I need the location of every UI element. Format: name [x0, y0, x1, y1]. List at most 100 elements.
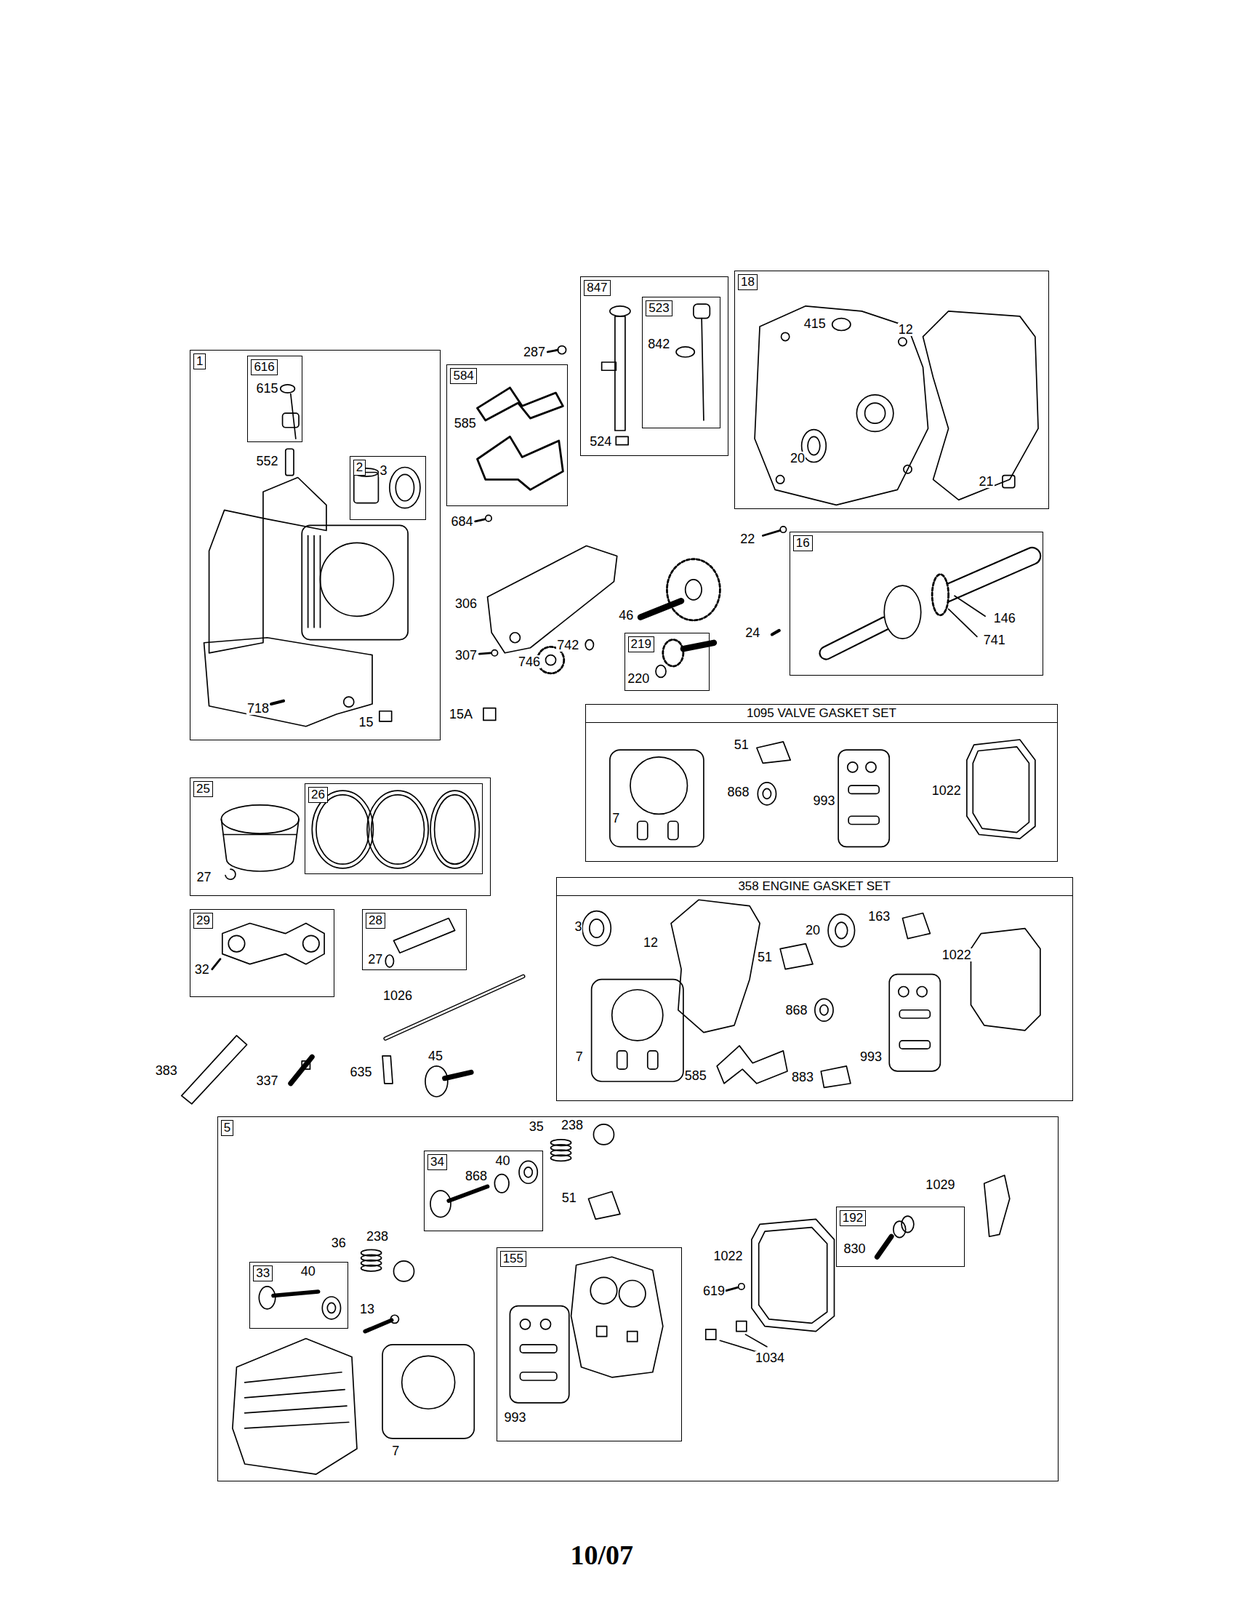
callout-number: 3: [378, 463, 388, 477]
cylinder-head-parts-shape: [390, 1314, 399, 1323]
callout-number: 830: [843, 1241, 867, 1255]
valve-gasket-set-shape: [972, 746, 1029, 833]
dipstick-parts-shape: [601, 362, 617, 371]
piston-parts-shape: [385, 975, 523, 1039]
valve-gasket-set-shape: [756, 741, 791, 763]
crankcase-cover-shape: [923, 311, 1039, 501]
cylinder-head-parts-shape: [245, 1422, 349, 1428]
callout-number: 741: [982, 633, 1007, 647]
crankcase-cover-shape: [754, 306, 928, 506]
callout-number: 306: [454, 596, 478, 610]
cylinder-head-parts-shape: [258, 1286, 275, 1309]
cylinder-head-parts-shape: [519, 1371, 557, 1380]
callout-number: 993: [859, 1049, 883, 1063]
engine-gasket-set-shape: [828, 913, 855, 947]
crankshaft-shape: [932, 574, 949, 616]
engine-gasket-set-shape: [612, 989, 664, 1041]
cylinder-head-parts-shape: [322, 1296, 341, 1319]
gasket-set-box: 1095 VALVE GASKET SET: [585, 703, 1058, 862]
group-number: 16: [793, 535, 813, 552]
cylinder-head-parts-shape: [619, 1280, 646, 1307]
valve-gasket-set-shape: [838, 749, 890, 847]
callout-number: 1022: [713, 1248, 744, 1263]
cam-and-cover-shape: [545, 655, 557, 666]
group-number: 34: [427, 1153, 448, 1170]
callout-number: 32: [194, 962, 211, 976]
breather-parts-shape: [477, 436, 564, 490]
engine-gasket-set-shape: [617, 1050, 628, 1069]
valve-gasket-set-shape: [630, 756, 688, 815]
engine-block-shape: [307, 535, 309, 627]
breather-parts: [475, 346, 567, 522]
breather-parts-shape: [557, 346, 566, 355]
piston-parts-shape: [221, 804, 299, 834]
callout-number: 307: [454, 648, 478, 662]
group-number: 28: [365, 912, 386, 929]
cam-and-cover-shape: [655, 665, 666, 678]
crankcase-cover-shape: [781, 332, 790, 341]
part-group-box: 18: [734, 270, 1050, 509]
engine-gasket-set-shape: [820, 1004, 829, 1015]
callout-number: 383: [154, 1063, 179, 1077]
engine-gasket-set-shape: [647, 1050, 658, 1069]
cam-and-cover-shape: [487, 545, 618, 653]
callout-number: 40: [495, 1153, 512, 1167]
callout-number: 27: [367, 952, 384, 966]
callout-number: 46: [617, 608, 634, 622]
cylinder-head-parts-shape: [361, 1264, 382, 1271]
valve-gasket-set-shape: [609, 749, 704, 847]
dipstick-parts-shape: [676, 346, 695, 357]
callout-number: 868: [785, 1003, 809, 1017]
callout-number: 27: [196, 870, 213, 884]
piston-parts-shape: [434, 794, 476, 864]
group-number: 18: [737, 274, 758, 291]
cylinder-head-parts-shape: [593, 1123, 614, 1145]
crankshaft-shape: [825, 623, 885, 653]
callout-number: 15: [358, 715, 375, 729]
piston-parts-shape: [393, 918, 455, 954]
piston-parts-shape: [181, 1035, 248, 1104]
crankcase-cover-shape: [903, 465, 912, 474]
valve-gasket-set-shape: [848, 785, 879, 794]
callout-number: 220: [626, 671, 650, 685]
cylinder-head-parts-shape: [519, 1318, 530, 1329]
crankshaft-shape: [943, 556, 1033, 595]
engine-gasket-set-shape: [889, 974, 941, 1071]
piston-parts-shape: [385, 954, 394, 967]
set-heading: 358 ENGINE GASKET SET: [556, 877, 1073, 896]
callout-number: 7: [611, 811, 621, 825]
valve-gasket-set-shape: [847, 761, 858, 773]
engine-block-shape: [204, 637, 373, 727]
callout-number: 718: [246, 701, 270, 715]
cylinder-head-parts-shape: [232, 1337, 357, 1474]
callout-number: 12: [642, 935, 659, 949]
cylinder-head-parts-shape: [705, 1328, 717, 1340]
set-heading: 1095 VALVE GASKET SET: [585, 704, 1057, 723]
part-group-box: 584: [446, 364, 568, 506]
piston-parts-shape: [382, 1055, 393, 1084]
callout-number: 13: [359, 1302, 376, 1316]
callout-number: 746: [517, 655, 541, 669]
engine-block-shape: [282, 412, 299, 428]
callout-number: 635: [349, 1065, 373, 1079]
engine-block-shape: [280, 384, 296, 393]
cylinder-head-parts-shape: [509, 1305, 569, 1403]
cylinder-head-parts-shape: [382, 1344, 475, 1439]
crankcase-cover-shape: [776, 475, 785, 484]
engine-block-shape: [343, 696, 355, 707]
group-number: 33: [252, 1264, 273, 1281]
group-number: 523: [645, 300, 672, 317]
engine-gasket-set: [582, 899, 1041, 1087]
callout-number: 21: [978, 474, 995, 488]
cylinder-head-parts-shape: [627, 1331, 638, 1342]
cam-and-cover-shape: [666, 559, 720, 621]
engine-gasket-set-shape: [589, 918, 605, 938]
cylinder-head-parts-shape: [726, 1286, 738, 1290]
engine-block-shape: [395, 474, 414, 501]
callout-number: 51: [756, 950, 773, 964]
cam-and-cover-shape: [483, 708, 496, 721]
cylinder-head-parts-shape: [876, 1235, 892, 1257]
breather-parts-shape: [547, 349, 558, 352]
dipstick-parts-shape: [615, 436, 629, 445]
cylinder-head-parts-shape: [519, 1160, 538, 1183]
